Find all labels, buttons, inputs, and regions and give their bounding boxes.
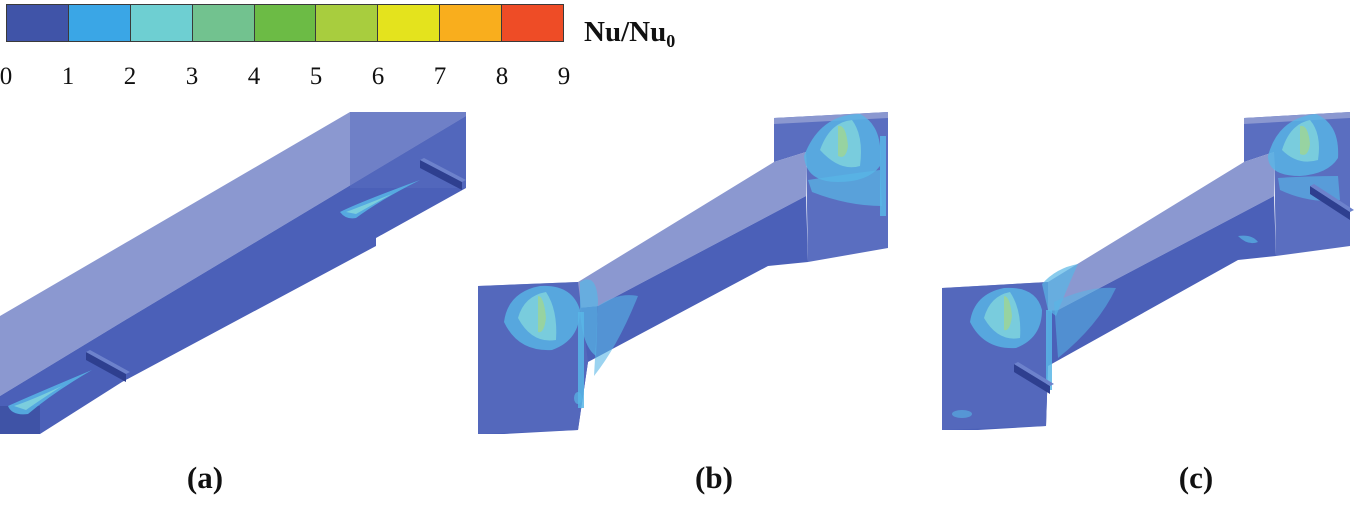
panel-c-stepped-ribbed-channel bbox=[938, 96, 1356, 446]
colorbar-tick-label: 9 bbox=[557, 63, 571, 90]
channel-c-rib-right bbox=[1310, 186, 1350, 220]
colorbar-swatch bbox=[440, 5, 503, 41]
colorbar-legend: 0 1 2 3 4 5 6 7 8 9 Nu/Nu0 bbox=[0, 4, 675, 94]
caption-a: (a) bbox=[186, 460, 224, 495]
colorbar-swatch bbox=[502, 5, 564, 41]
channel-a-render bbox=[0, 112, 466, 434]
colorbar-tick-label: 2 bbox=[123, 63, 137, 90]
channel-a-side-face bbox=[0, 116, 466, 434]
colorbar bbox=[6, 4, 564, 42]
channel-c-render bbox=[942, 112, 1354, 430]
channel-b-rib-right bbox=[880, 136, 886, 216]
colorbar-swatch bbox=[68, 5, 131, 41]
colorbar-tick-label: 5 bbox=[309, 63, 323, 90]
channel-a-rib-right bbox=[420, 160, 462, 190]
channel-b-render bbox=[478, 112, 888, 434]
colorbar-swatch bbox=[192, 5, 255, 41]
colorbar-tick-label: 3 bbox=[185, 63, 199, 90]
colorbar-swatch bbox=[130, 5, 193, 41]
colorbar-swatch bbox=[378, 5, 441, 41]
channel-b-top-face bbox=[478, 152, 806, 318]
colorbar-tick-label: 1 bbox=[61, 63, 75, 90]
colorbar-swatch bbox=[316, 5, 379, 41]
panel-a-smooth-channel bbox=[0, 96, 470, 446]
channel-a-bottom-ledge bbox=[0, 406, 40, 434]
colorbar-tick-label: 8 bbox=[495, 63, 509, 90]
caption-b: (b) bbox=[695, 460, 733, 495]
channel-b-rib-left bbox=[578, 312, 584, 408]
colorbar-swatch bbox=[254, 5, 317, 41]
panel-b-stepped-channel bbox=[468, 96, 900, 446]
channel-a-top-face bbox=[0, 112, 466, 396]
colorbar-title: Nu/Nu0 bbox=[584, 16, 676, 51]
colorbar-tick-label: 4 bbox=[247, 63, 261, 90]
caption-c: (c) bbox=[1178, 460, 1214, 495]
colorbar-tick-label: 7 bbox=[433, 63, 447, 90]
colorbar-swatch bbox=[7, 5, 69, 41]
channel-c-rib-left bbox=[1014, 364, 1050, 394]
colorbar-tick-label: 6 bbox=[371, 63, 385, 90]
colorbar-tick-label: 0 bbox=[0, 63, 13, 90]
channel-a-rib-left bbox=[86, 352, 126, 382]
